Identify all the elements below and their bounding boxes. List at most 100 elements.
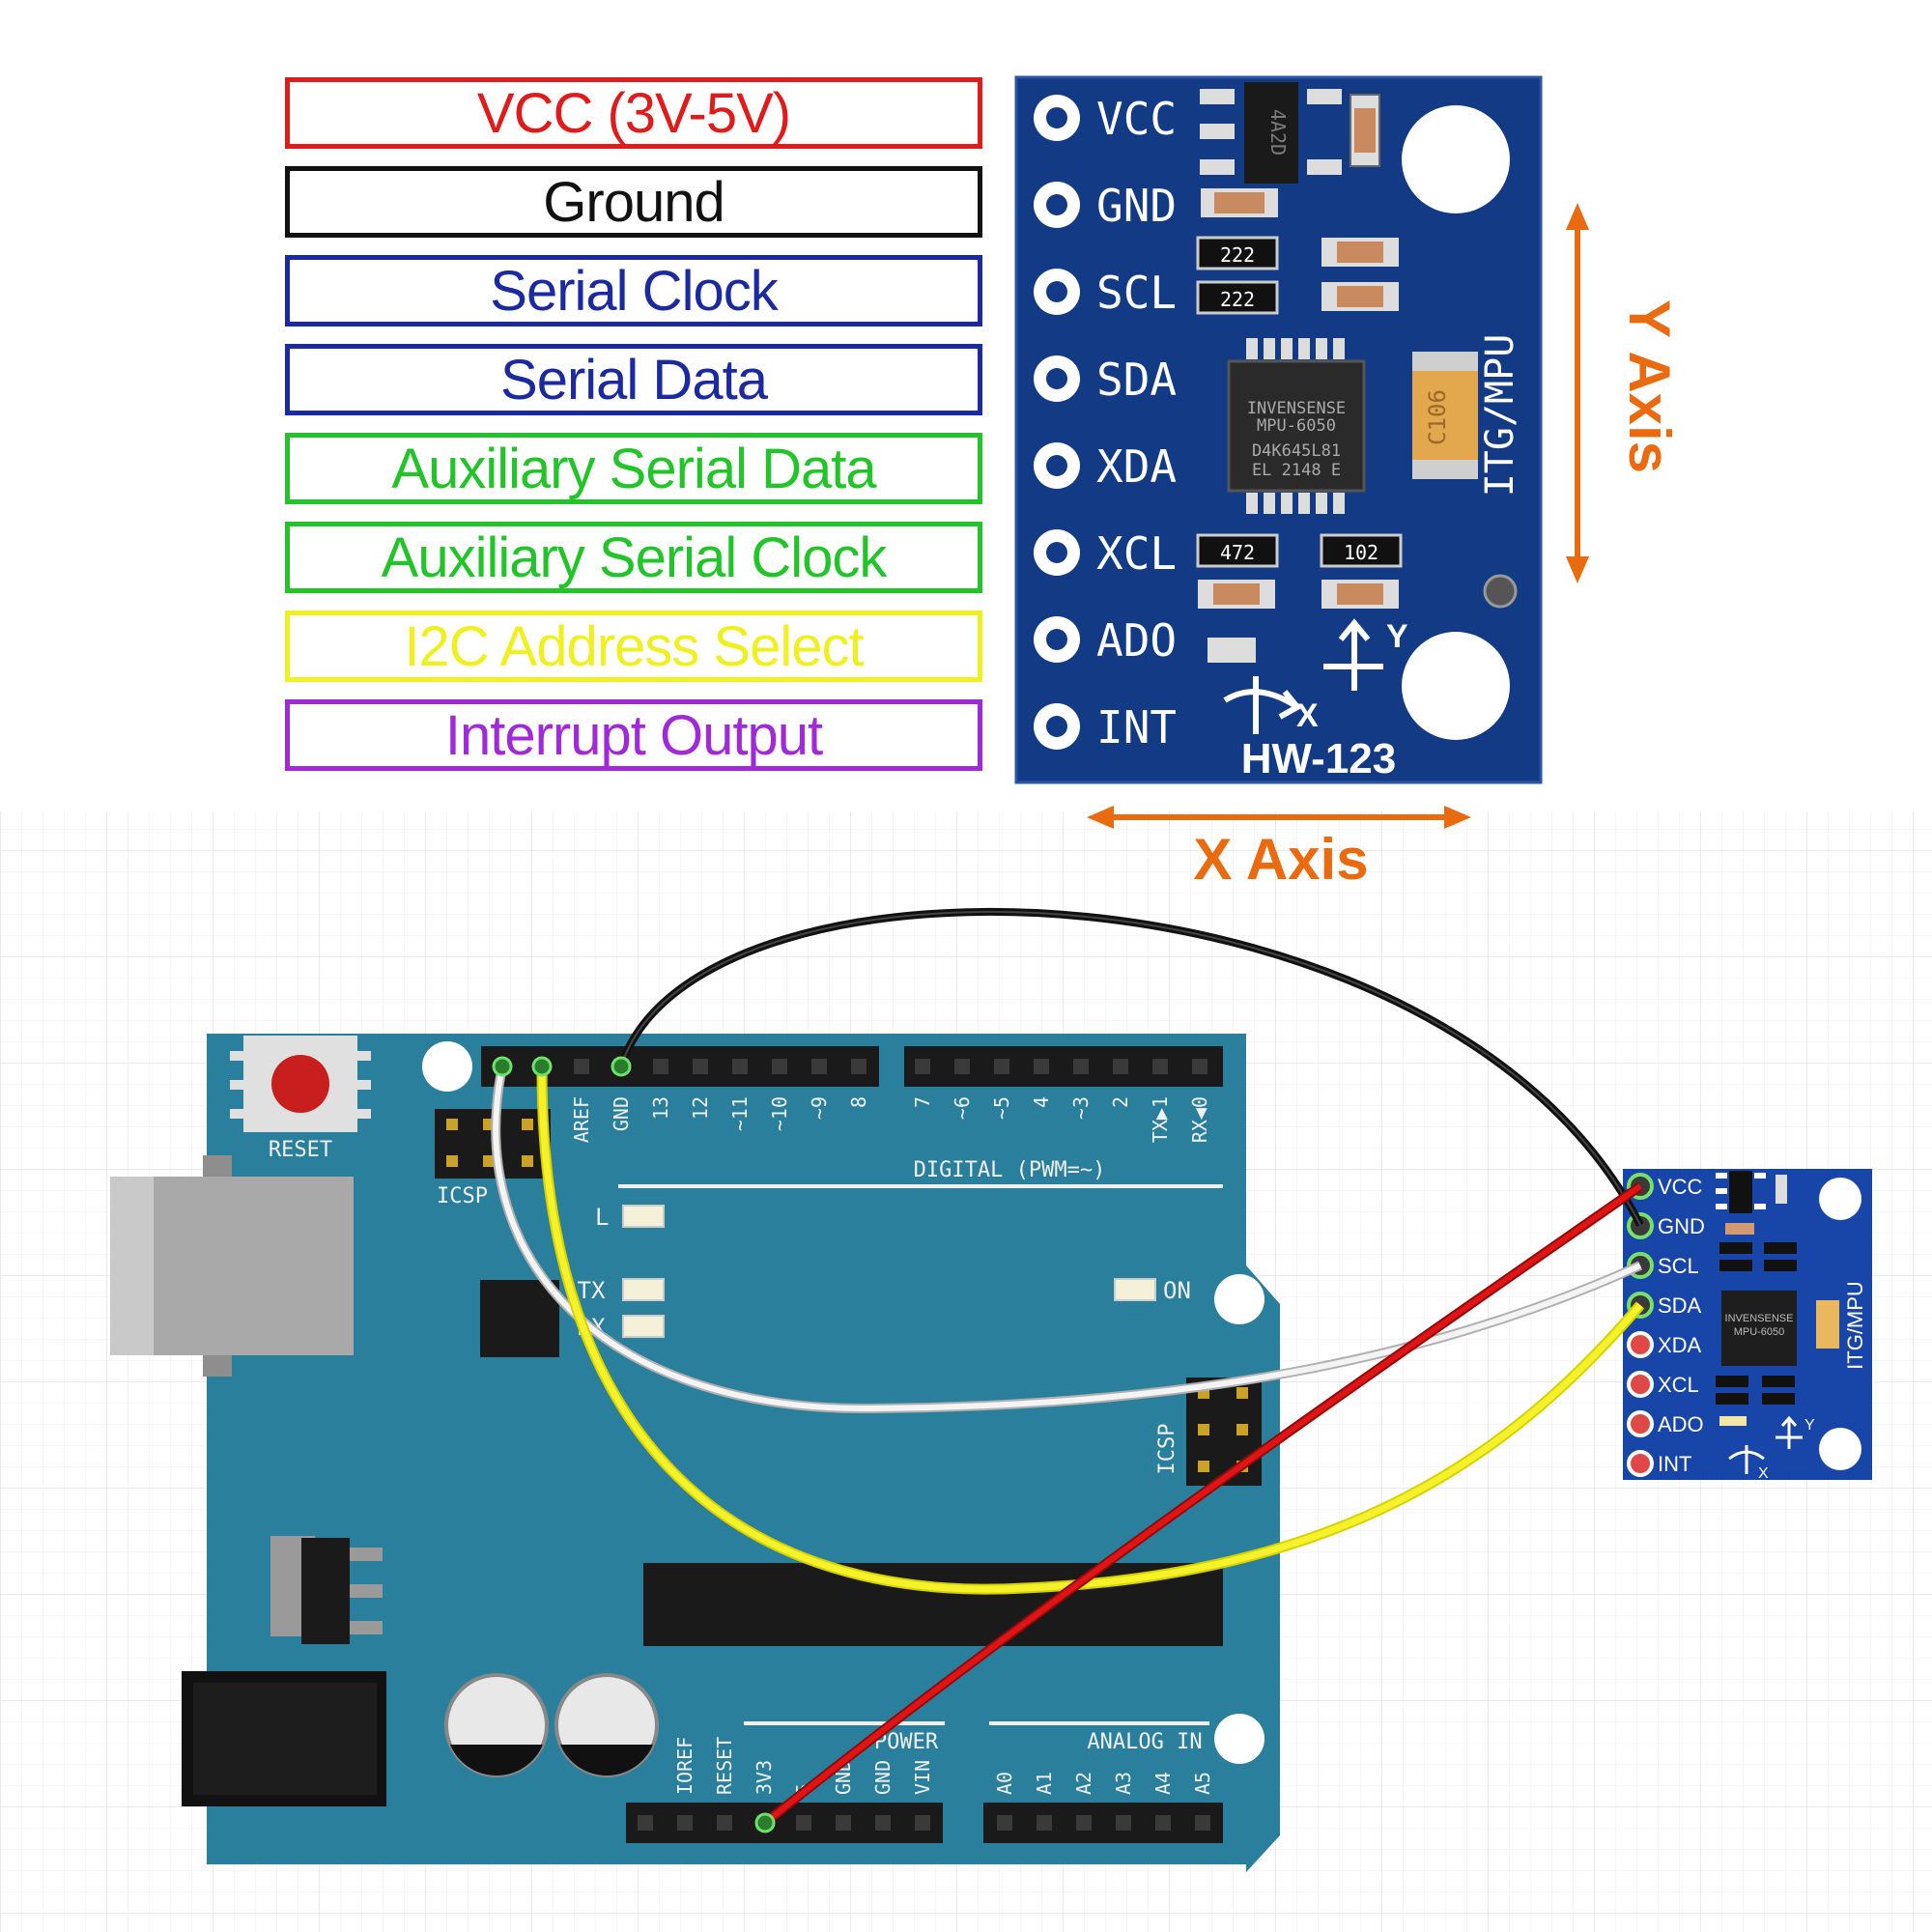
- header-hole: [851, 1059, 867, 1074]
- scl-wire-core: [493, 1065, 1642, 1412]
- header-hole: [732, 1059, 748, 1074]
- small-pin-label: XCL: [1658, 1373, 1699, 1397]
- ground-wire: [617, 908, 1644, 1227]
- header-hole: [1073, 1059, 1089, 1074]
- module-pin-label: INT: [1096, 701, 1177, 753]
- pin-hole: [1034, 616, 1080, 663]
- x-axis-label: X Axis: [1193, 827, 1368, 892]
- legend-label: I2C Address Select: [404, 614, 864, 678]
- small-pin-label: INT: [1658, 1452, 1691, 1476]
- power-pin-label: 5: [792, 1783, 815, 1795]
- led-l: [622, 1205, 665, 1228]
- digital-label: DIGITAL (PWM=~): [914, 1158, 1106, 1182]
- power-pin-label: VIN: [911, 1760, 934, 1795]
- legend-serial-clock: Serial Clock: [285, 255, 982, 327]
- small-pin-hole: [1627, 1252, 1654, 1279]
- analog-pin-label: A4: [1151, 1772, 1175, 1795]
- led-rx: [622, 1315, 665, 1338]
- digital-pin-label: 8: [847, 1096, 870, 1108]
- small-chip: [1721, 1291, 1797, 1366]
- header-hole: [1192, 1059, 1208, 1074]
- power-header: [626, 1803, 943, 1843]
- capacitor: [444, 1673, 549, 1777]
- small-module-board: [1623, 1169, 1872, 1480]
- board-name: HW-123: [1241, 735, 1397, 782]
- small-pin-hole: [1627, 1371, 1654, 1398]
- sda-wire-core: [538, 1065, 1643, 1593]
- mounting-hole: [1402, 632, 1510, 740]
- header-hole: [796, 1815, 811, 1831]
- small-pin-hole: [1627, 1212, 1654, 1239]
- digital-pin-label: 12: [689, 1096, 712, 1120]
- module-pin-label: XCL: [1096, 527, 1177, 580]
- header-hole: [1113, 1059, 1128, 1074]
- usb-controller-chip: [480, 1280, 559, 1357]
- digital-pin-label: ~9: [808, 1096, 831, 1120]
- header-hole: [954, 1059, 970, 1074]
- digital-pin-label: 13: [649, 1096, 672, 1120]
- analog-pin-label: A1: [1033, 1772, 1056, 1795]
- y-axis-label: Y Axis: [1617, 299, 1682, 473]
- icsp2-label: ICSP: [1155, 1424, 1179, 1475]
- atmega-chip: [643, 1563, 1223, 1646]
- resistor-label: 472: [1220, 541, 1255, 564]
- icsp2-header: [1186, 1378, 1262, 1486]
- header-hole: [1034, 1059, 1049, 1074]
- mounting-hole: [1402, 105, 1510, 213]
- module-pin-label: SDA: [1096, 354, 1177, 406]
- header-hole: [836, 1815, 851, 1831]
- small-pin-label: XDA: [1658, 1333, 1702, 1357]
- power-pin-label: 3V3: [753, 1760, 776, 1795]
- grid-background: [0, 811, 1932, 1932]
- small-chip-line: INVENSENSE: [1725, 1313, 1794, 1324]
- digital-pin-label: 7: [911, 1096, 934, 1108]
- header-hole: [1076, 1815, 1092, 1831]
- header-hole: [638, 1815, 653, 1831]
- legend-label: Interrupt Output: [444, 703, 823, 767]
- small-axis-y: Y: [1804, 1417, 1815, 1434]
- analog-pin-label: A2: [1072, 1772, 1095, 1795]
- led-on-label: ON: [1163, 1277, 1191, 1304]
- digital-header-left: [481, 1046, 879, 1087]
- voltage-regulator: [301, 1538, 350, 1644]
- axes-icon: [1223, 618, 1383, 734]
- small-pin-label: VCC: [1658, 1175, 1703, 1199]
- header-hole: [915, 1815, 930, 1831]
- chip-line: EL 2148 E: [1252, 461, 1341, 480]
- module-pin-label: XDA: [1096, 440, 1177, 493]
- header-hole: [1116, 1815, 1131, 1831]
- module-board: [1016, 77, 1541, 782]
- analog-pin-label: A3: [1112, 1772, 1135, 1795]
- header-hole: [1155, 1815, 1171, 1831]
- small-pin-label: SDA: [1658, 1293, 1702, 1318]
- pin-hole: [1034, 529, 1080, 576]
- header-hole: [772, 1059, 787, 1074]
- legend-label: Serial Data: [500, 348, 768, 412]
- header-hole: [1152, 1059, 1168, 1074]
- small-pin-label: GND: [1658, 1214, 1705, 1238]
- resistor-label: 102: [1344, 541, 1378, 564]
- small-pin-hole: [1627, 1450, 1654, 1477]
- icsp-label: ICSP: [437, 1184, 488, 1208]
- reset-button[interactable]: [243, 1036, 357, 1132]
- analog-header: [983, 1803, 1223, 1843]
- header-hole: [717, 1815, 732, 1831]
- header-hole: [677, 1815, 693, 1831]
- resistor-label: 222: [1220, 243, 1255, 267]
- header-hole: [534, 1059, 550, 1074]
- header-hole: [1037, 1815, 1052, 1831]
- legend-ground: Ground: [285, 166, 982, 238]
- pin-hole: [1034, 703, 1080, 750]
- pin-hole: [1034, 182, 1080, 228]
- capacitor-label: C106: [1424, 389, 1451, 445]
- power-jack: [182, 1671, 386, 1806]
- power-pin-label: GND: [832, 1760, 855, 1795]
- header-hole: [653, 1059, 668, 1074]
- digital-pin-label: ~3: [1069, 1096, 1093, 1120]
- module-pin-label: ADO: [1096, 614, 1177, 667]
- y-axis-arrow: [1566, 203, 1589, 583]
- resistor-label: 222: [1220, 288, 1255, 311]
- header-hole: [915, 1059, 930, 1074]
- wire-layer: [491, 908, 1645, 1833]
